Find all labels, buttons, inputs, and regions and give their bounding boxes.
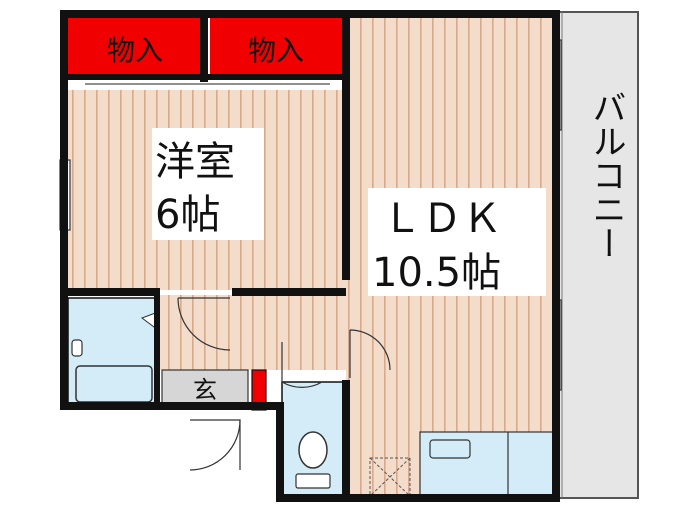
entrance-door-icon bbox=[189, 419, 241, 471]
closet-left bbox=[68, 15, 204, 77]
entrance bbox=[161, 369, 267, 471]
washbasin-icon bbox=[71, 339, 83, 357]
balcony-label: バルコニー bbox=[586, 90, 626, 260]
toilet-door-icon bbox=[281, 342, 323, 388]
western-room-name: 洋室 bbox=[155, 139, 235, 185]
kitchen-counter bbox=[369, 431, 557, 499]
toilet bbox=[281, 381, 345, 499]
western-room-door-icon bbox=[177, 297, 231, 351]
ldk-door-icon bbox=[349, 329, 391, 378]
walls bbox=[60, 10, 560, 502]
western-room-size: 6帖 bbox=[155, 192, 220, 238]
toilet-icon bbox=[298, 431, 328, 469]
sink-icon bbox=[429, 439, 471, 459]
ldk-name: ＬＤＫ bbox=[382, 196, 502, 242]
ldk-size: 10.5帖 bbox=[372, 250, 501, 296]
closet-left-label: 物入 bbox=[107, 34, 163, 67]
closet-right-label: 物入 bbox=[248, 34, 304, 67]
bathroom bbox=[67, 297, 159, 407]
hall-floor bbox=[160, 295, 346, 370]
bathtub-icon bbox=[75, 365, 153, 403]
balcony bbox=[557, 11, 639, 499]
closet-right bbox=[210, 15, 346, 77]
entrance-label: 玄 bbox=[193, 376, 217, 404]
